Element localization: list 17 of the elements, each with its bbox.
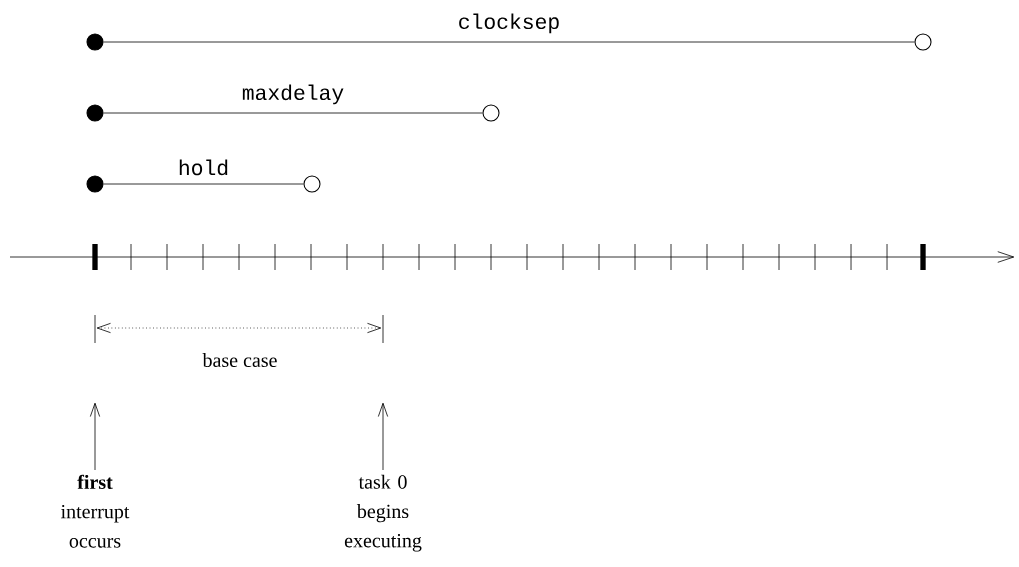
edge-label: maxdelay bbox=[242, 84, 344, 105]
dimension-label: base case bbox=[202, 353, 277, 368]
filled-dot bbox=[86, 104, 104, 122]
open-circle bbox=[482, 104, 500, 122]
caption-text: first interrupt occurs bbox=[61, 474, 130, 548]
filled-dot bbox=[86, 175, 104, 193]
open-circle bbox=[914, 33, 932, 51]
filled-dot bbox=[86, 33, 104, 51]
arrow bbox=[89, 402, 101, 471]
caption-text: task 0 begins executing bbox=[344, 474, 422, 552]
edge-label: hold bbox=[179, 159, 228, 176]
open-circle bbox=[303, 175, 321, 193]
interval-line bbox=[103, 183, 304, 185]
arrow bbox=[377, 402, 389, 471]
interval-line bbox=[103, 41, 915, 43]
interval-line bbox=[103, 112, 483, 114]
edge-label: clocksep bbox=[459, 13, 559, 34]
